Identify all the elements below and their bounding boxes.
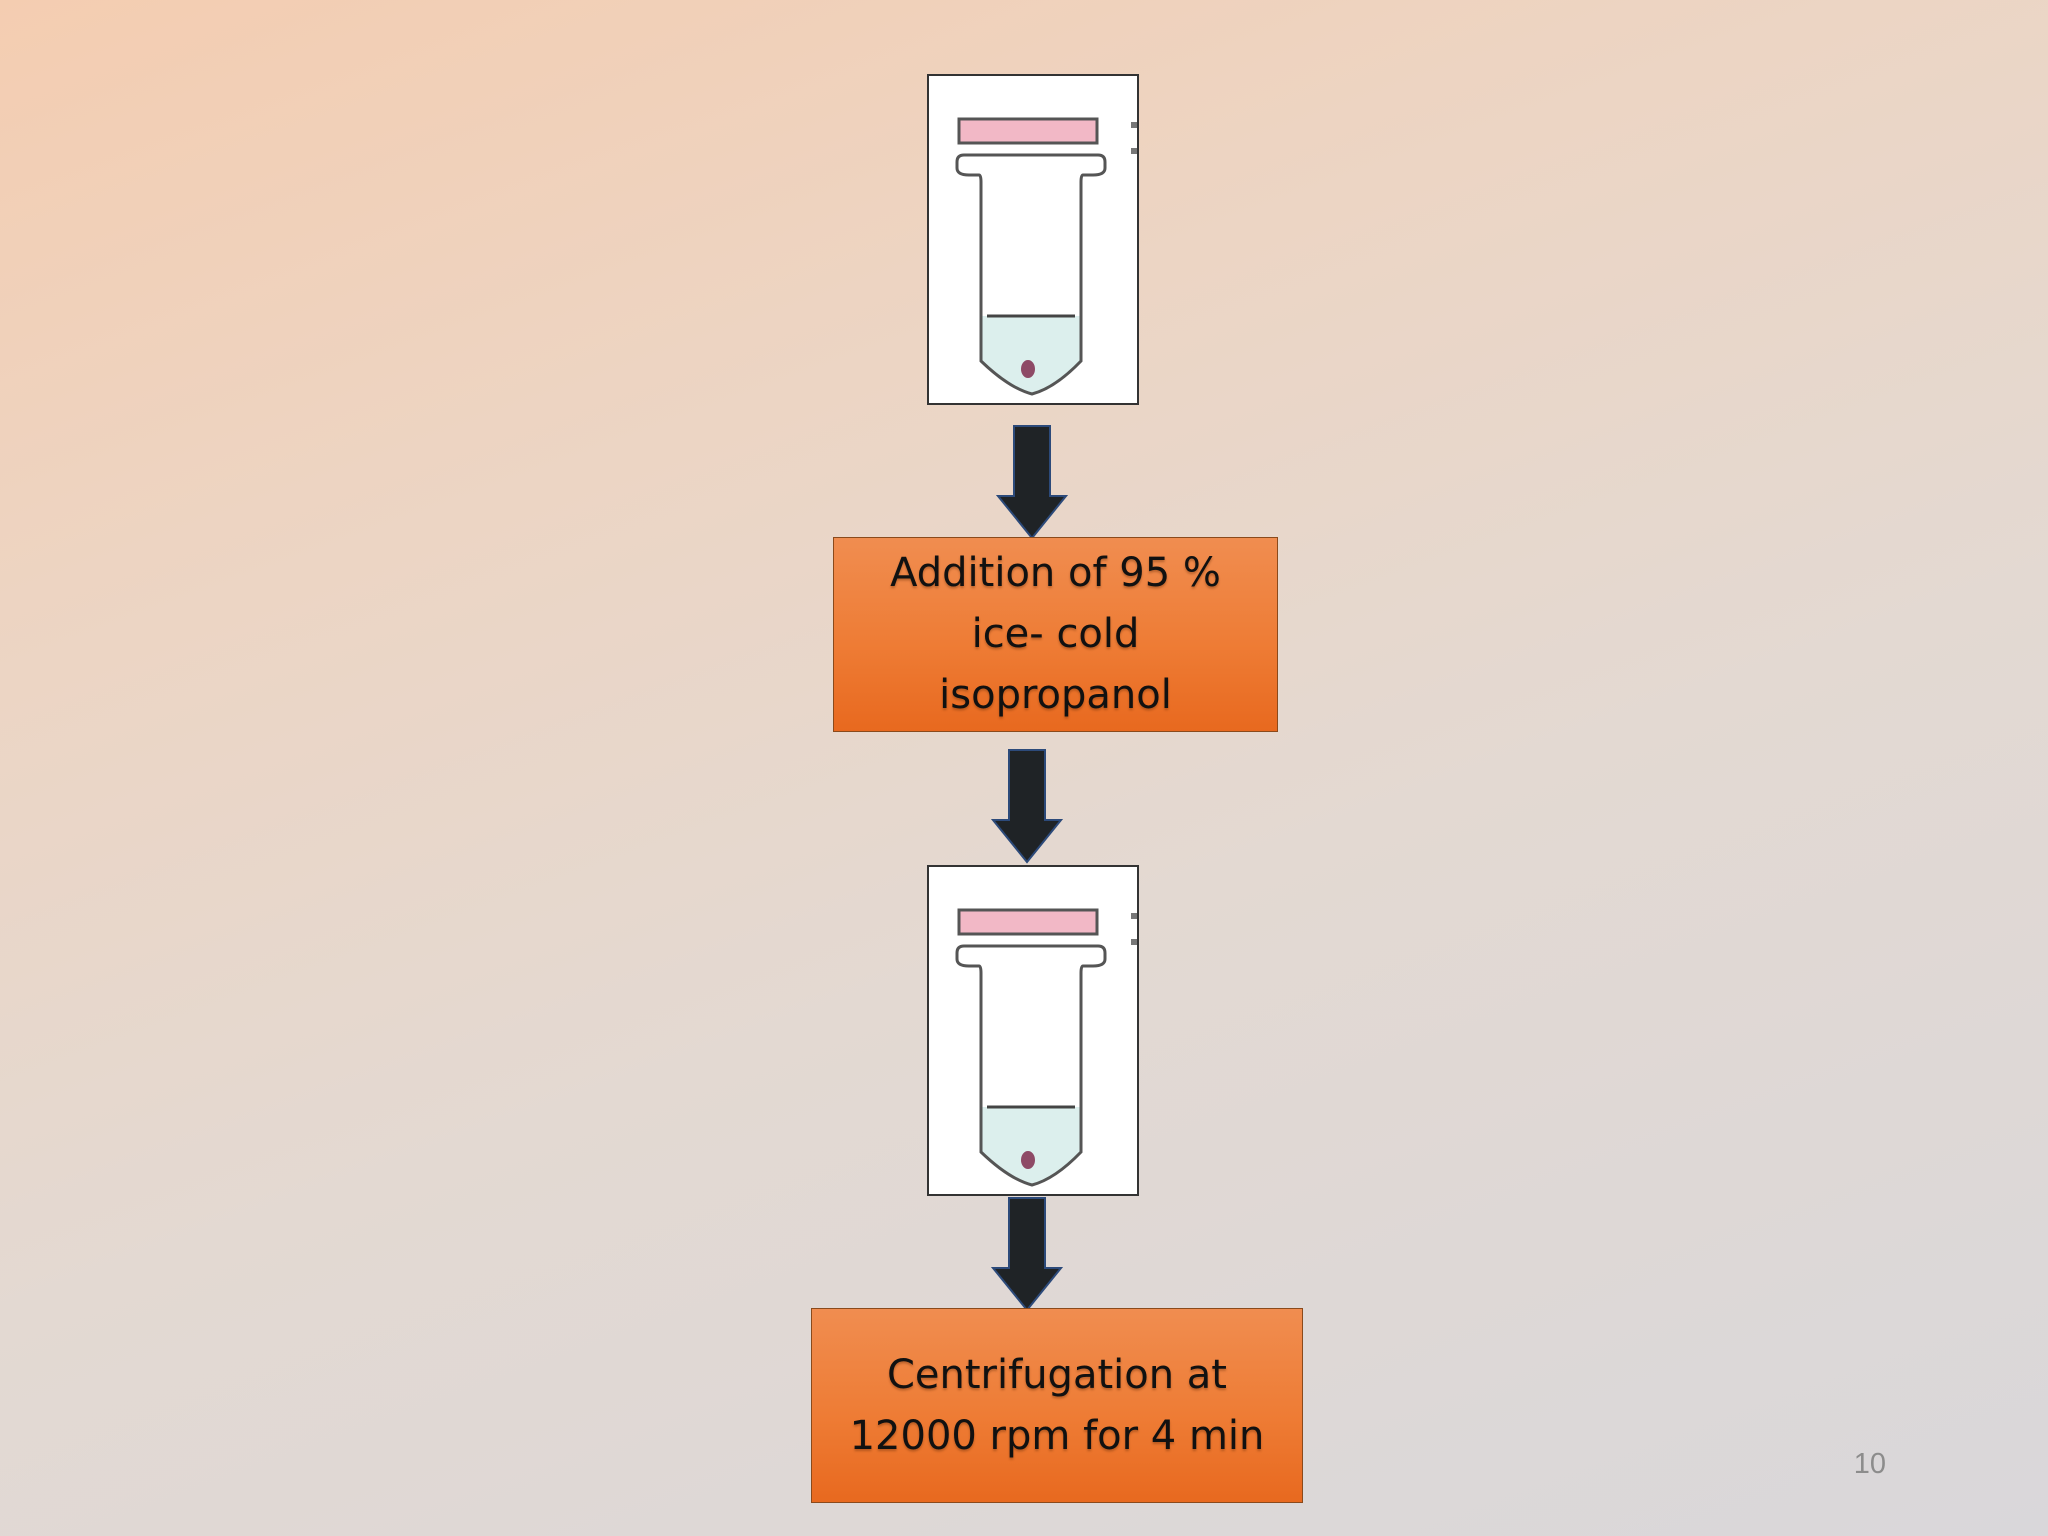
step-box-isopropanol: Addition of 95 % ice- cold isopropanol <box>833 537 1278 732</box>
down-arrow-icon <box>991 748 1063 864</box>
down-arrow-icon <box>996 424 1068 540</box>
step-box-centrifugation: Centrifugation at 12000 rpm for 4 min <box>811 1308 1303 1503</box>
step-label-isopropanol: Addition of 95 % ice- cold isopropanol <box>890 550 1221 718</box>
microcentrifuge-tube-icon <box>955 117 1137 396</box>
page-number: 10 <box>1853 1448 1886 1480</box>
tube-image-1 <box>927 74 1139 405</box>
down-arrow-icon <box>991 1196 1063 1312</box>
step-label-centrifugation: Centrifugation at 12000 rpm for 4 min <box>849 1351 1265 1459</box>
tube-image-2 <box>927 865 1139 1196</box>
microcentrifuge-tube-icon <box>955 908 1137 1187</box>
